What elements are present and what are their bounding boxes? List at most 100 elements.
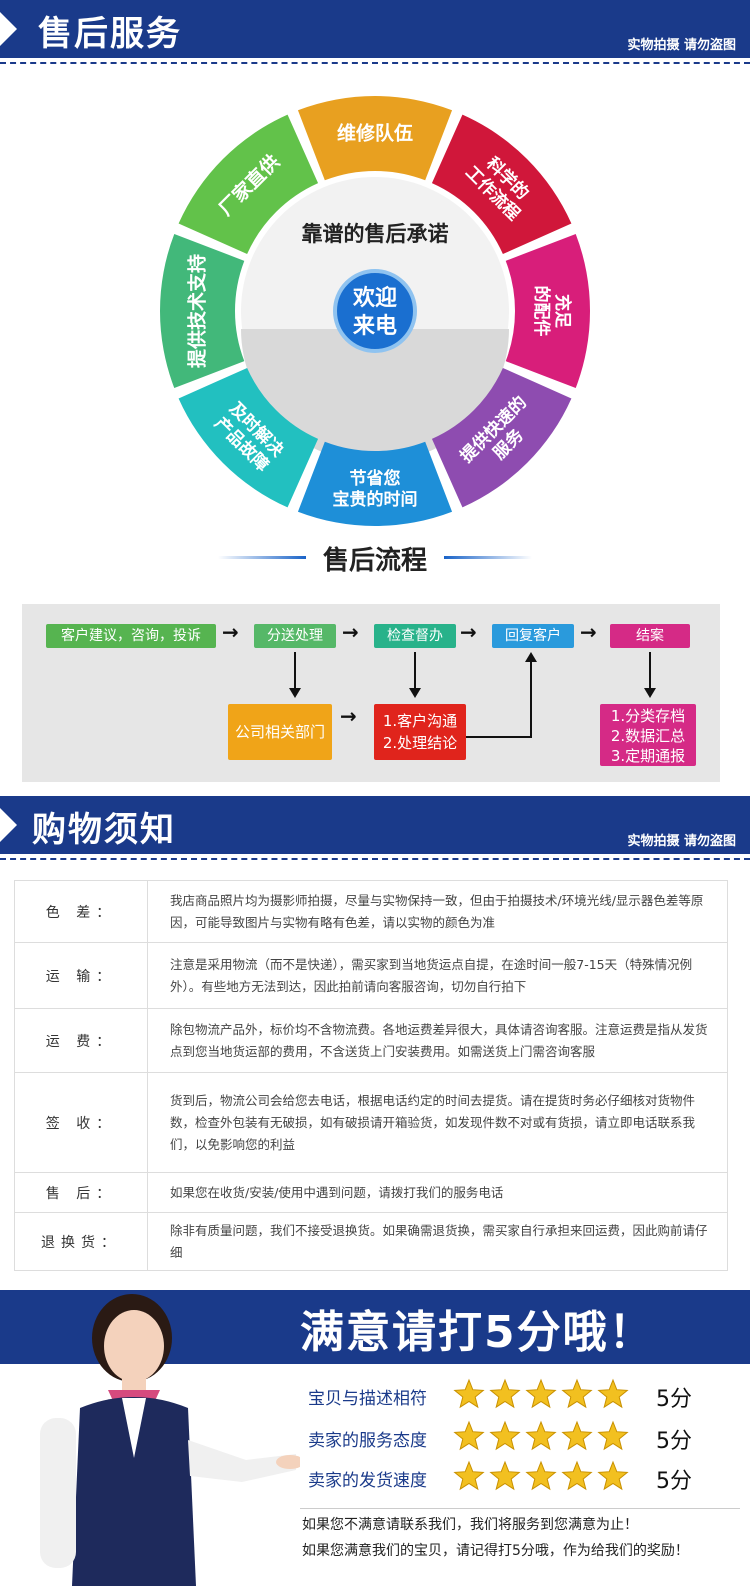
star-icon[interactable] bbox=[524, 1420, 558, 1452]
rating-score: 5分 bbox=[656, 1429, 692, 1454]
shopping-notice-banner: 购物须知 实物拍摄 请勿盗图 bbox=[0, 796, 750, 860]
rating-label: 宝贝与描述相符 bbox=[308, 1389, 427, 1409]
rating-score: 5分 bbox=[656, 1469, 692, 1494]
star-icon[interactable] bbox=[560, 1420, 594, 1452]
arrow-down-icon bbox=[289, 688, 301, 698]
divider bbox=[0, 858, 750, 860]
table-row: 退换货： 除非有质量问题，我们不接受退换货。如果确需退货换，需买家自行承担来回运… bbox=[14, 1212, 728, 1271]
arrow-down-line bbox=[649, 652, 651, 688]
star-icon[interactable] bbox=[596, 1420, 630, 1452]
star-icon[interactable] bbox=[452, 1460, 486, 1492]
rating-headline: 满意请打5分哦！ bbox=[300, 1307, 655, 1358]
notice-value: 如果您在收货/安装/使用中遇到问题，请拨打我们的服务电话 bbox=[147, 1172, 728, 1213]
section-title: 购物须知 bbox=[32, 810, 176, 850]
rating-row-shipping: 卖家的发货速度 5分 bbox=[308, 1460, 728, 1494]
notice-key: 退换货： bbox=[14, 1212, 148, 1271]
star-icon[interactable] bbox=[524, 1378, 558, 1410]
notice-key: 运 费： bbox=[14, 1008, 148, 1073]
arrow-up-icon bbox=[525, 652, 537, 662]
arrow-down-icon bbox=[409, 688, 421, 698]
section-title: 售后服务 bbox=[38, 14, 182, 54]
title-line-left bbox=[218, 556, 306, 559]
comm-line-2: 2.处理结论 bbox=[382, 734, 458, 752]
wheel-segment bbox=[178, 114, 319, 255]
star-icon[interactable] bbox=[560, 1460, 594, 1492]
wheel-segment bbox=[160, 233, 245, 389]
customer-service-figure bbox=[40, 1294, 300, 1586]
notice-key: 售 后： bbox=[14, 1172, 148, 1213]
call-us-badge-text: 来电 bbox=[352, 314, 397, 339]
star-rating[interactable] bbox=[452, 1420, 632, 1456]
title-line-right bbox=[444, 556, 532, 559]
arrow-down-line bbox=[294, 652, 296, 688]
wheel-segment-label: 提供技术支持 bbox=[186, 254, 209, 368]
wheel-segment bbox=[178, 367, 319, 508]
arrow-down-icon bbox=[644, 688, 656, 698]
archive-line-3: 3.定期通报 bbox=[610, 747, 686, 765]
arrow-right-icon: → bbox=[342, 620, 359, 644]
star-icon[interactable] bbox=[596, 1460, 630, 1492]
archive-line-2: 2.数据汇总 bbox=[610, 727, 686, 745]
arrow-right-icon: → bbox=[580, 620, 597, 644]
notice-value: 除包物流产品外，标价均不含物流费。各地运费差异很大，具体请咨询客服。注意运费是指… bbox=[147, 1008, 728, 1073]
chevron-right-icon bbox=[0, 808, 17, 842]
wheel-center-shade bbox=[241, 329, 509, 463]
rating-row-service: 卖家的服务态度 5分 bbox=[308, 1420, 728, 1454]
star-icon[interactable] bbox=[560, 1378, 594, 1410]
notice-key: 运 输： bbox=[14, 942, 148, 1009]
process-title: 售后流程 bbox=[322, 546, 427, 576]
table-row: 色 差： 我店商品照片均为摄影师拍摄，尽量与实物保持一致，但由于拍摄技术/环境光… bbox=[14, 880, 728, 943]
wheel-segment bbox=[505, 233, 590, 389]
archive-line-1: 1.分类存档 bbox=[610, 707, 686, 725]
table-row: 售 后： 如果您在收货/安装/使用中遇到问题，请拨打我们的服务电话 bbox=[14, 1172, 728, 1213]
star-icon[interactable] bbox=[524, 1460, 558, 1492]
wheel-segment-label: 充足的配件 bbox=[531, 286, 573, 337]
star-icon[interactable] bbox=[596, 1378, 630, 1410]
connector-line bbox=[466, 736, 532, 738]
service-wheel: 维修队伍科学的工作流程充足的配件提供快速的服务节省您宝贵的时间及时解决产品故障提… bbox=[160, 96, 590, 526]
after-sales-banner: 售后服务 实物拍摄 请勿盗图 bbox=[0, 0, 750, 64]
star-icon[interactable] bbox=[452, 1420, 486, 1452]
flow-node-close: 结案 bbox=[610, 624, 690, 648]
star-rating[interactable] bbox=[452, 1378, 632, 1414]
flow-node-supervise: 检查督办 bbox=[374, 624, 456, 648]
flow-node-complaint: 客户建议，咨询，投诉 bbox=[46, 624, 216, 648]
rating-label: 卖家的服务态度 bbox=[308, 1431, 427, 1451]
wheel-segment-label: 维修队伍 bbox=[337, 122, 413, 145]
watermark-notice: 实物拍摄 请勿盗图 bbox=[627, 38, 736, 53]
star-icon[interactable] bbox=[488, 1460, 522, 1492]
table-row: 签 收： 货到后，物流公司会给您去电话，根据电话约定的时间去提货。请在提货时务必… bbox=[14, 1072, 728, 1173]
arrow-up-line bbox=[530, 662, 532, 738]
table-row: 运 输： 注意是采用物流（而不是快递），需买家到当地货运点自提，在途时间一般7-… bbox=[14, 942, 728, 1009]
star-icon[interactable] bbox=[488, 1420, 522, 1452]
arrow-down-line bbox=[414, 652, 416, 688]
chevron-right-icon bbox=[0, 12, 17, 46]
notice-key: 签 收： bbox=[14, 1072, 148, 1173]
star-icon[interactable] bbox=[452, 1378, 486, 1410]
footer-line-2: 如果您满意我们的宝贝，请记得打5分哦，作为给我们的奖励！ bbox=[302, 1543, 689, 1559]
watermark-notice: 实物拍摄 请勿盗图 bbox=[627, 834, 736, 849]
flow-node-archive: 1.分类存档 2.数据汇总 3.定期通报 bbox=[600, 704, 696, 766]
footer-line-1: 如果您不满意请联系我们，我们将服务到您满意为止！ bbox=[302, 1517, 638, 1533]
notice-value: 注意是采用物流（而不是快递），需买家到当地货运点自提，在途时间一般7-15天（特… bbox=[147, 942, 728, 1009]
arrow-right-icon: → bbox=[340, 704, 357, 728]
rating-row-description: 宝贝与描述相符 5分 bbox=[308, 1378, 728, 1412]
arrow-right-icon: → bbox=[460, 620, 477, 644]
divider bbox=[300, 1508, 740, 1509]
rating-label: 卖家的发货速度 bbox=[308, 1471, 427, 1491]
flow-node-reply: 回复客户 bbox=[492, 624, 574, 648]
arrow-right-icon: → bbox=[222, 620, 239, 644]
call-us-badge-text: 欢迎 bbox=[352, 285, 397, 311]
wheel-segment bbox=[431, 114, 572, 255]
wheel-center-title: 靠谱的售后承诺 bbox=[302, 222, 449, 246]
star-rating[interactable] bbox=[452, 1460, 632, 1496]
rating-score: 5分 bbox=[656, 1387, 692, 1412]
call-us-badge bbox=[333, 269, 417, 353]
table-row: 运 费： 除包物流产品外，标价均不含物流费。各地运费差异很大，具体请咨询客服。注… bbox=[14, 1008, 728, 1073]
notice-key: 色 差： bbox=[14, 880, 148, 943]
star-icon[interactable] bbox=[488, 1378, 522, 1410]
wheel-segment bbox=[297, 441, 453, 526]
wheel-segment bbox=[297, 96, 453, 181]
notice-value: 货到后，物流公司会给您去电话，根据电话约定的时间去提货。请在提货时务必仔细核对货… bbox=[147, 1072, 728, 1173]
notice-value: 我店商品照片均为摄影师拍摄，尽量与实物保持一致，但由于拍摄技术/环境光线/显示器… bbox=[147, 880, 728, 943]
